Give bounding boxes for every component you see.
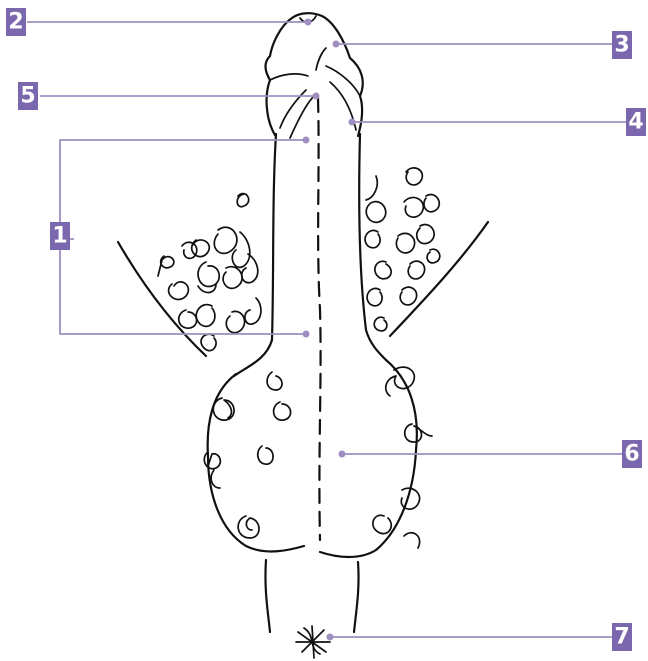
- label-3-text: 3: [614, 33, 629, 58]
- label-4-text: 4: [628, 110, 643, 135]
- leader-1: [60, 140, 306, 334]
- leader-2-dot: [305, 19, 312, 26]
- glans-fold-right-2: [326, 66, 360, 96]
- anus-mark: [296, 626, 330, 658]
- glans-outline: [266, 13, 363, 136]
- label-2-text: 2: [8, 10, 23, 35]
- scrotum-outline-right: [320, 360, 417, 557]
- glans-fold-left-2: [270, 74, 308, 80]
- leader-1-dot-b: [303, 331, 310, 338]
- leader-4-dot: [349, 119, 356, 126]
- label-5-text: 5: [20, 84, 35, 109]
- label-3-badge: 3: [612, 31, 632, 59]
- label-1-badge: 1: [50, 222, 70, 250]
- label-2-badge: 2: [6, 8, 26, 36]
- scrotum-outline: [208, 374, 304, 551]
- leader-1-dot-a: [303, 137, 310, 144]
- label-6-badge: 6: [622, 440, 642, 468]
- label-5-badge: 5: [18, 82, 38, 110]
- glans-fold-right-3: [316, 48, 326, 70]
- pubic-hair-right: [365, 168, 440, 331]
- shaft-left-edge: [234, 134, 276, 376]
- thigh-right-lower: [354, 562, 359, 632]
- leader-7-dot: [327, 634, 334, 641]
- leader-6-dot: [339, 451, 346, 458]
- label-4-badge: 4: [626, 108, 646, 136]
- leader-3-dot: [333, 41, 340, 48]
- label-7-badge: 7: [612, 623, 632, 651]
- leader-lines: [27, 19, 630, 641]
- thigh-left-lower: [265, 560, 270, 632]
- label-7-text: 7: [614, 625, 629, 650]
- raphe-line: [318, 98, 321, 540]
- thigh-right-upper: [390, 222, 488, 336]
- shaft-right-edge: [359, 134, 386, 360]
- label-1-text: 1: [52, 224, 67, 249]
- label-6-text: 6: [624, 442, 639, 467]
- glans-fold-left-3: [290, 96, 314, 138]
- pubic-hair-left: [158, 194, 261, 351]
- leader-5-dot: [313, 93, 320, 100]
